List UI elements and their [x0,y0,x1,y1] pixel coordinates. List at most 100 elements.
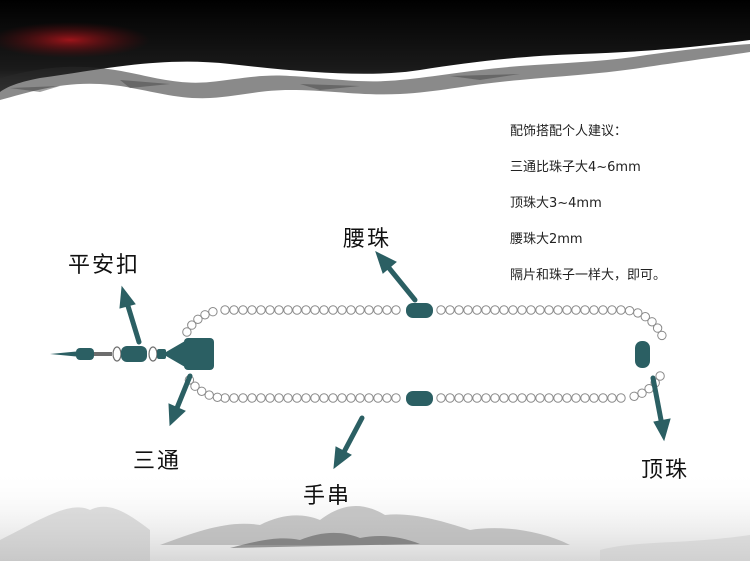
arrow-to-bracelet [333,415,365,470]
bracelet-bead [589,305,599,315]
bracelet-bead [436,305,446,315]
bracelet-bead [391,305,401,315]
bracelet-bead [328,393,338,403]
arrow-to-safety-clasp [119,285,142,345]
spacer-ring [112,346,122,362]
bracelet-bead [535,305,545,315]
bracelet-bead [499,393,509,403]
bracelet-bead [445,393,455,403]
bracelet-bead [463,305,473,315]
label-three-way: 三通 [133,449,182,474]
bracelet-bead [238,393,248,403]
suggestion-notes: 配饰搭配个人建议： 三通比珠子大4~6mm 顶珠大3~4mm 腰珠大2mm 隔片… [510,122,666,302]
bracelet-bead [640,312,650,322]
bracelet-bead [436,393,446,403]
bracelet-bead [301,393,311,403]
bracelet-bead [197,386,207,396]
spacer-ring [148,346,158,362]
bracelet-bead [607,393,617,403]
bracelet-bead [481,393,491,403]
note-spacer: 隔片和珠子一样大，即可。 [510,268,667,283]
bracelet-bead [652,323,663,333]
bracelet-bead [265,305,275,315]
bracelet-bead [657,330,667,341]
bracelet-bead [220,305,230,315]
note-three-way: 三通比珠子大4~6mm [510,160,641,175]
bracelet-bead [490,305,500,315]
bracelet-bead [346,305,356,315]
bracelet-bead [647,317,657,327]
bracelet-bead [445,305,455,315]
tassel-cord [94,352,112,356]
connector-bead [157,349,166,359]
bracelet-bead [607,305,617,315]
bracelet-bead [283,393,293,403]
arrow-to-waist-bead [375,251,418,303]
bracelet-bead [526,305,536,315]
bracelet-bead [629,391,639,401]
bracelet-bead [598,393,608,403]
notes-heading: 配饰搭配个人建议： [510,124,628,139]
bracelet-bead [481,305,491,315]
bracelet-bead [373,305,383,315]
bracelet-bead [187,320,197,330]
three-way-bead [184,338,214,370]
bracelet-bead [517,305,527,315]
bracelet-bead [490,393,500,403]
bracelet-bead [553,305,563,315]
arrow-to-top-bead [650,375,671,442]
ink-banner [0,0,750,100]
bracelet-bead [182,327,192,337]
bracelet-bead [616,305,626,315]
bracelet-bead [499,305,509,315]
bracelet-bead [580,305,590,315]
tassel-assembly [50,338,214,370]
bracelet-bead [190,381,200,391]
bracelet-bead [364,393,374,403]
bracelet-bead [553,393,563,403]
bracelet-bead [301,305,311,315]
bracelet-bead [310,393,320,403]
bracelet-bead [544,393,554,403]
mountain-mist [0,470,750,561]
bracelet-bead [200,310,210,320]
bracelet-bead [337,393,347,403]
bracelet-bead [655,371,665,381]
bracelet-bead [391,393,401,403]
bracelet-bead [212,392,223,402]
bracelet-bead [319,305,329,315]
bracelet-bead [310,305,320,315]
bracelet-bead [256,305,266,315]
bracelet-bead [208,307,218,317]
bracelet-bead [319,393,329,403]
bracelet-bead [589,393,599,403]
bracelet-bead [256,393,266,403]
bracelet-bead [346,393,356,403]
bracelet-bead [382,393,392,403]
bracelet-bead [624,306,635,316]
bracelet-bead [454,305,464,315]
three-way-cone [166,341,185,367]
bracelet-bead [562,393,572,403]
label-top-bead: 顶珠 [641,458,690,483]
bracelet-bead [193,314,203,324]
bracelet-bead [238,305,248,315]
bracelet-bead [265,393,275,403]
bracelet-bead [472,393,482,403]
bracelet-bead [616,393,626,403]
bracelet-bead [633,308,643,318]
bracelet-bead [517,393,527,403]
bracelet-bead [247,305,257,315]
bracelet-bead [220,393,230,403]
note-top-bead: 顶珠大3~4mm [510,196,602,211]
bracelet-bead [637,388,647,398]
bracelet-bead [229,393,239,403]
bracelet-bead [454,393,464,403]
bracelet-bead [355,305,365,315]
bracelet-bead [562,305,572,315]
tassel-cap [76,348,94,360]
bracelet-bead [508,393,518,403]
bracelet-bead [373,393,383,403]
bracelet-bead [580,393,590,403]
bracelet-bead [204,390,214,400]
